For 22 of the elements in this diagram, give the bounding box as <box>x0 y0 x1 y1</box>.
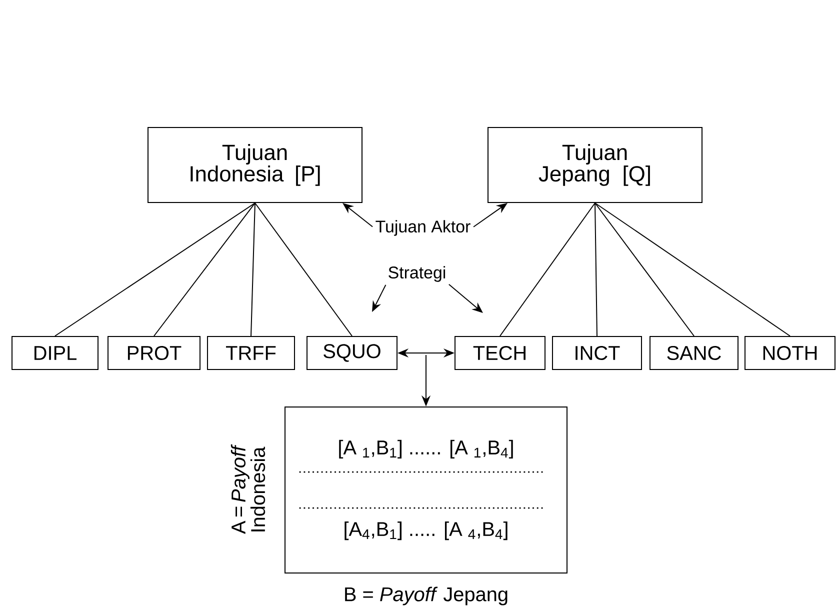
axis-caption: B = Payoff Jepang <box>345 586 508 606</box>
goal-box: Tujuan Jepang [Q] <box>488 127 702 203</box>
connector-line <box>594 202 790 336</box>
goal-box: Tujuan Indonesia [P] <box>148 127 362 203</box>
connector-line <box>594 202 694 336</box>
strategy-box: TRFF <box>207 336 295 370</box>
strategy-box: SQUO <box>306 336 398 370</box>
payoff-matrix-box: [A $_{1}$,B$_{1}$] ...... [A $_{1}$,B$_{4}$] [A$_{4}$,B$_{1}$] ..... [A $_{4}$,B$_{4}$] <box>284 406 568 574</box>
strategy-box: SANC <box>650 336 738 370</box>
connector-line <box>594 202 598 336</box>
annotation-text: Strategi <box>386 265 448 283</box>
strategy-box: INCT <box>552 336 642 370</box>
strategy-box: DIPL <box>12 336 98 370</box>
connector-line <box>254 202 352 336</box>
strategy-box: PROT <box>108 336 200 370</box>
connector-line <box>500 202 596 336</box>
connector-line <box>54 202 256 336</box>
strategy-box: NOTH <box>744 336 836 370</box>
connector-line <box>250 202 256 336</box>
annotation-text: Tujuan Aktor <box>374 219 472 237</box>
strategy-box: TECH <box>454 336 546 370</box>
connector-line <box>154 202 256 336</box>
